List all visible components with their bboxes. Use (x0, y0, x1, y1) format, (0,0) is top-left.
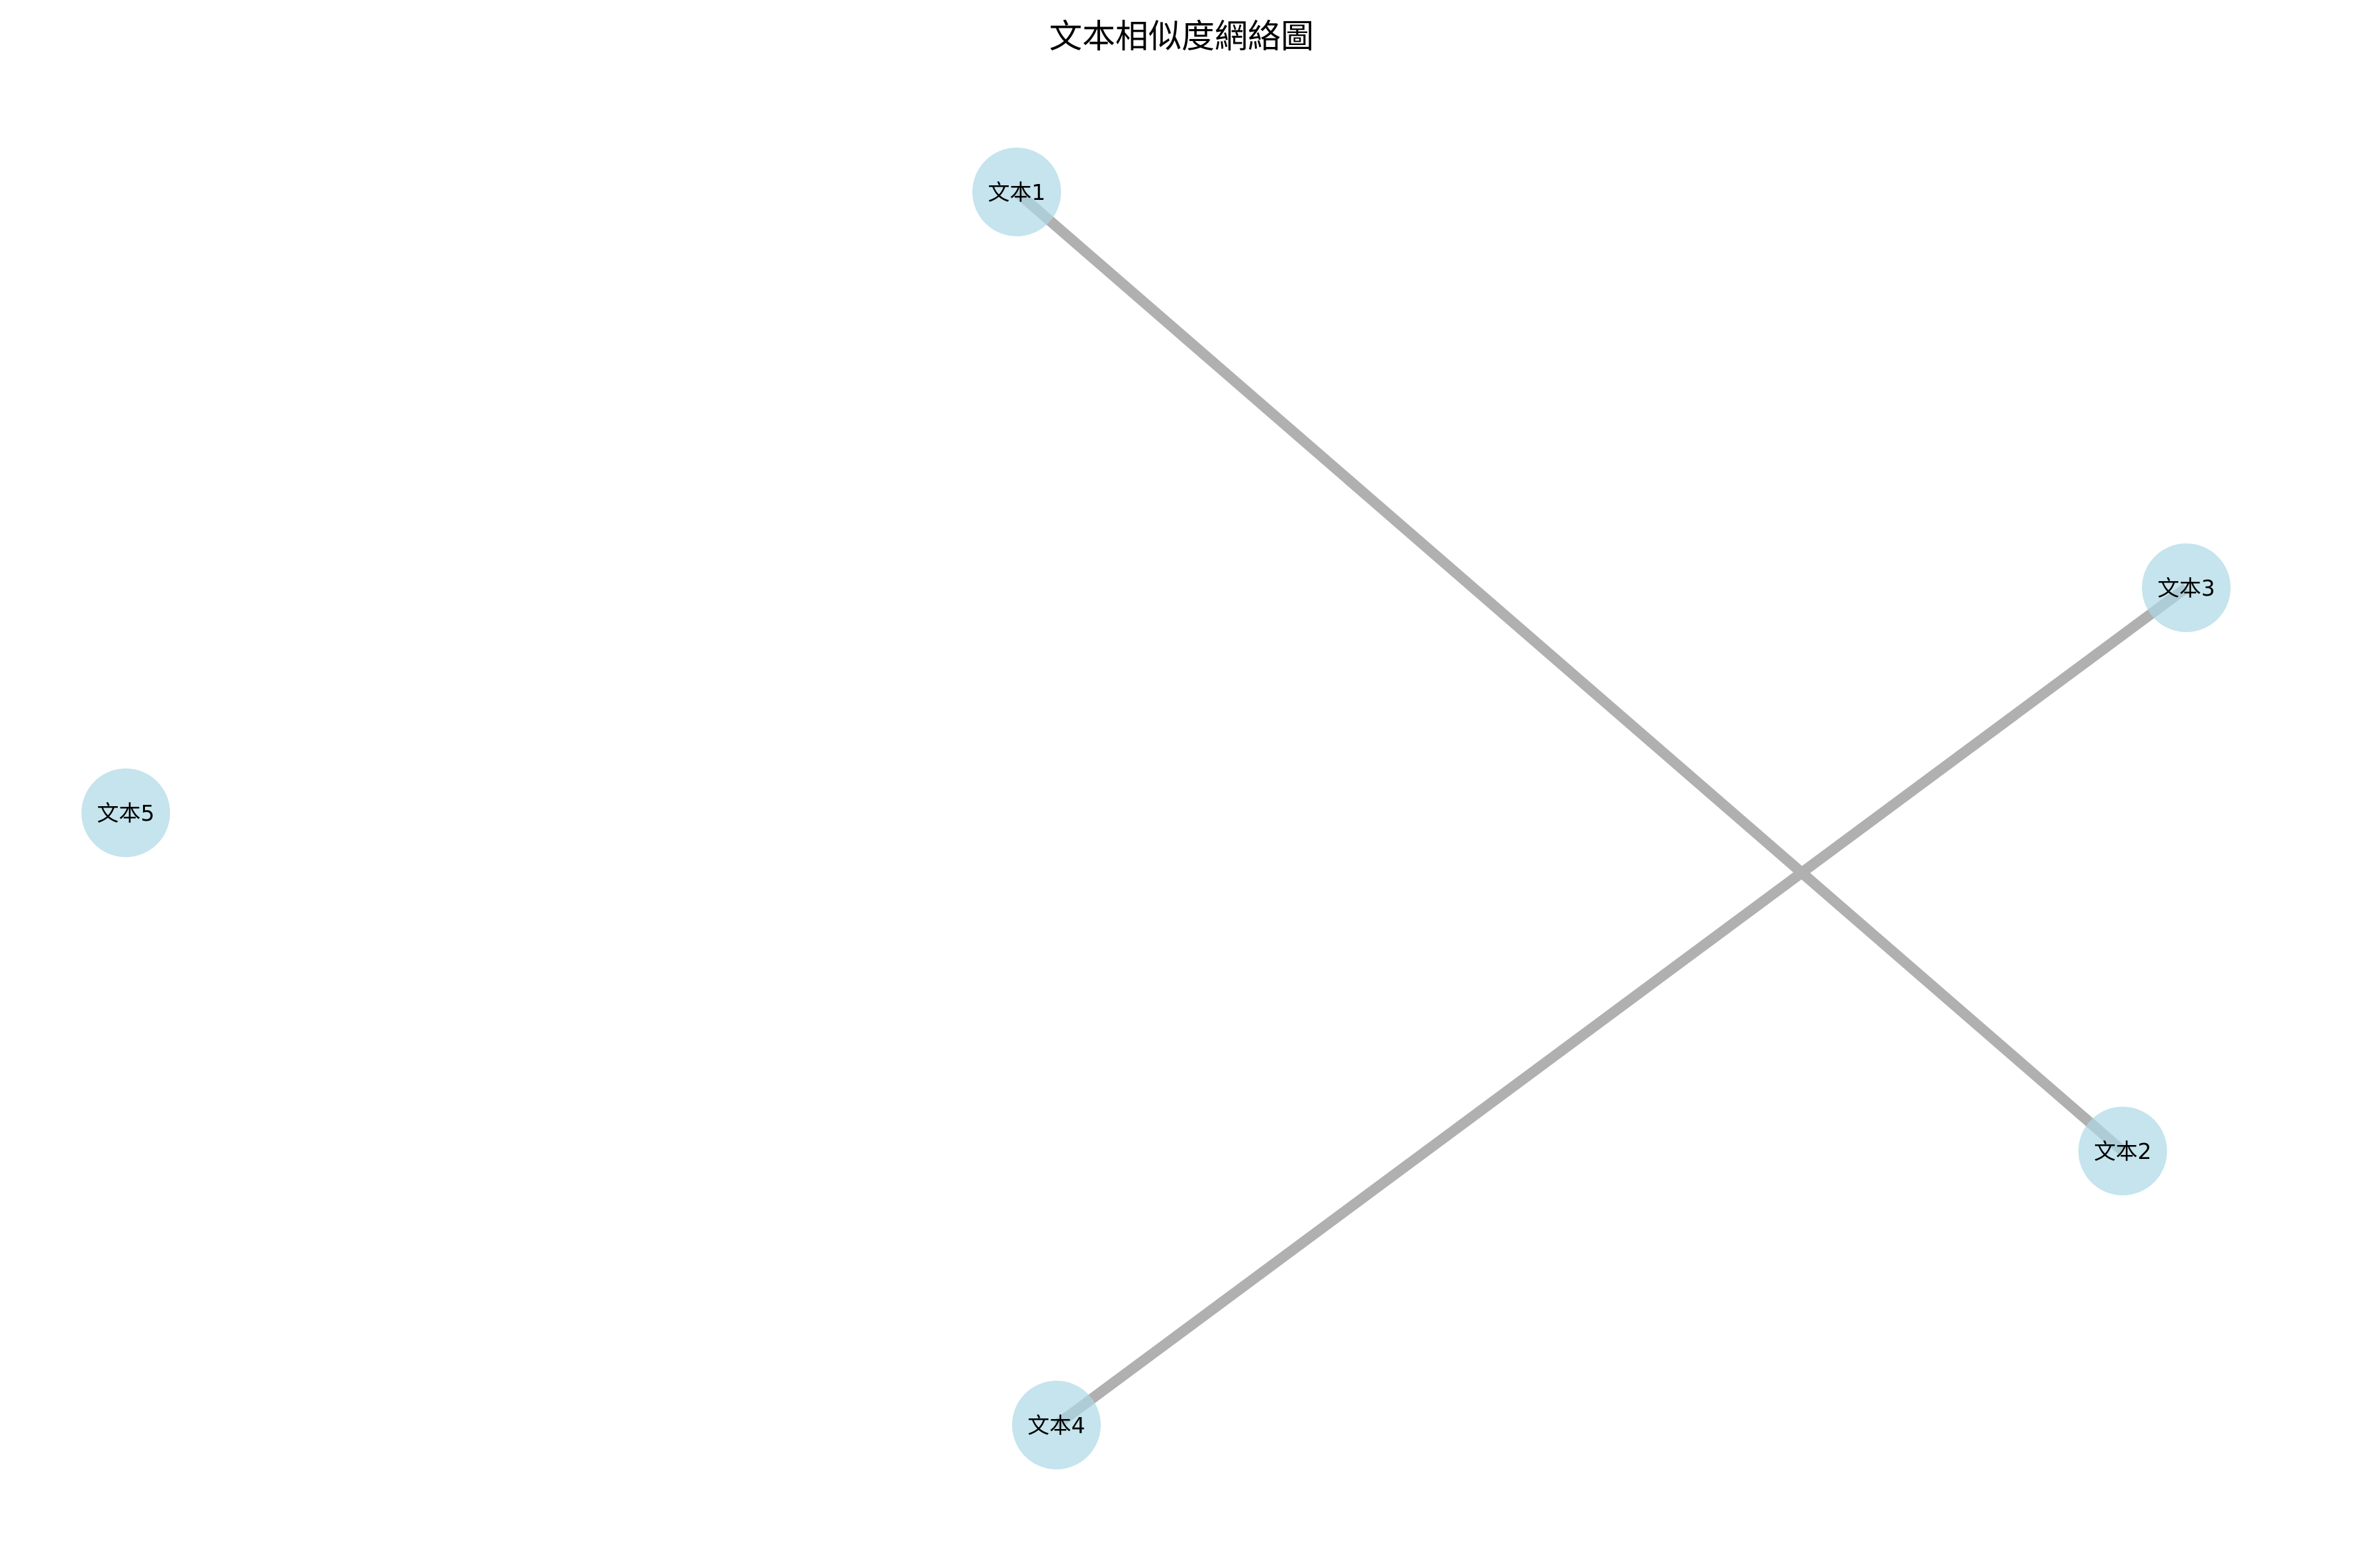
node-label: 文本4 (1028, 1412, 1086, 1438)
node-n5: 文本5 (81, 768, 170, 857)
node-circle (2142, 543, 2231, 632)
node-label: 文本2 (2094, 1138, 2152, 1164)
node-n2: 文本2 (2078, 1107, 2167, 1195)
node-circle (2078, 1107, 2167, 1195)
node-label: 文本1 (988, 179, 1046, 205)
node-circle (1012, 1381, 1101, 1469)
edge-n1-n2 (1013, 187, 2127, 1156)
node-circle (972, 148, 1061, 236)
diagram-title: 文本相似度網絡圖 (1049, 17, 1314, 56)
nodes-layer: 文本1 文本2 文本3 文本4 文本5 (81, 148, 2231, 1469)
edge-n3-n4 (1053, 583, 2190, 1430)
node-label: 文本3 (2158, 575, 2215, 601)
node-circle (81, 768, 170, 857)
node-n3: 文本3 (2142, 543, 2231, 632)
node-n1: 文本1 (972, 148, 1061, 236)
node-label: 文本5 (97, 800, 155, 826)
edges-layer (1013, 187, 2190, 1430)
node-n4: 文本4 (1012, 1381, 1101, 1469)
